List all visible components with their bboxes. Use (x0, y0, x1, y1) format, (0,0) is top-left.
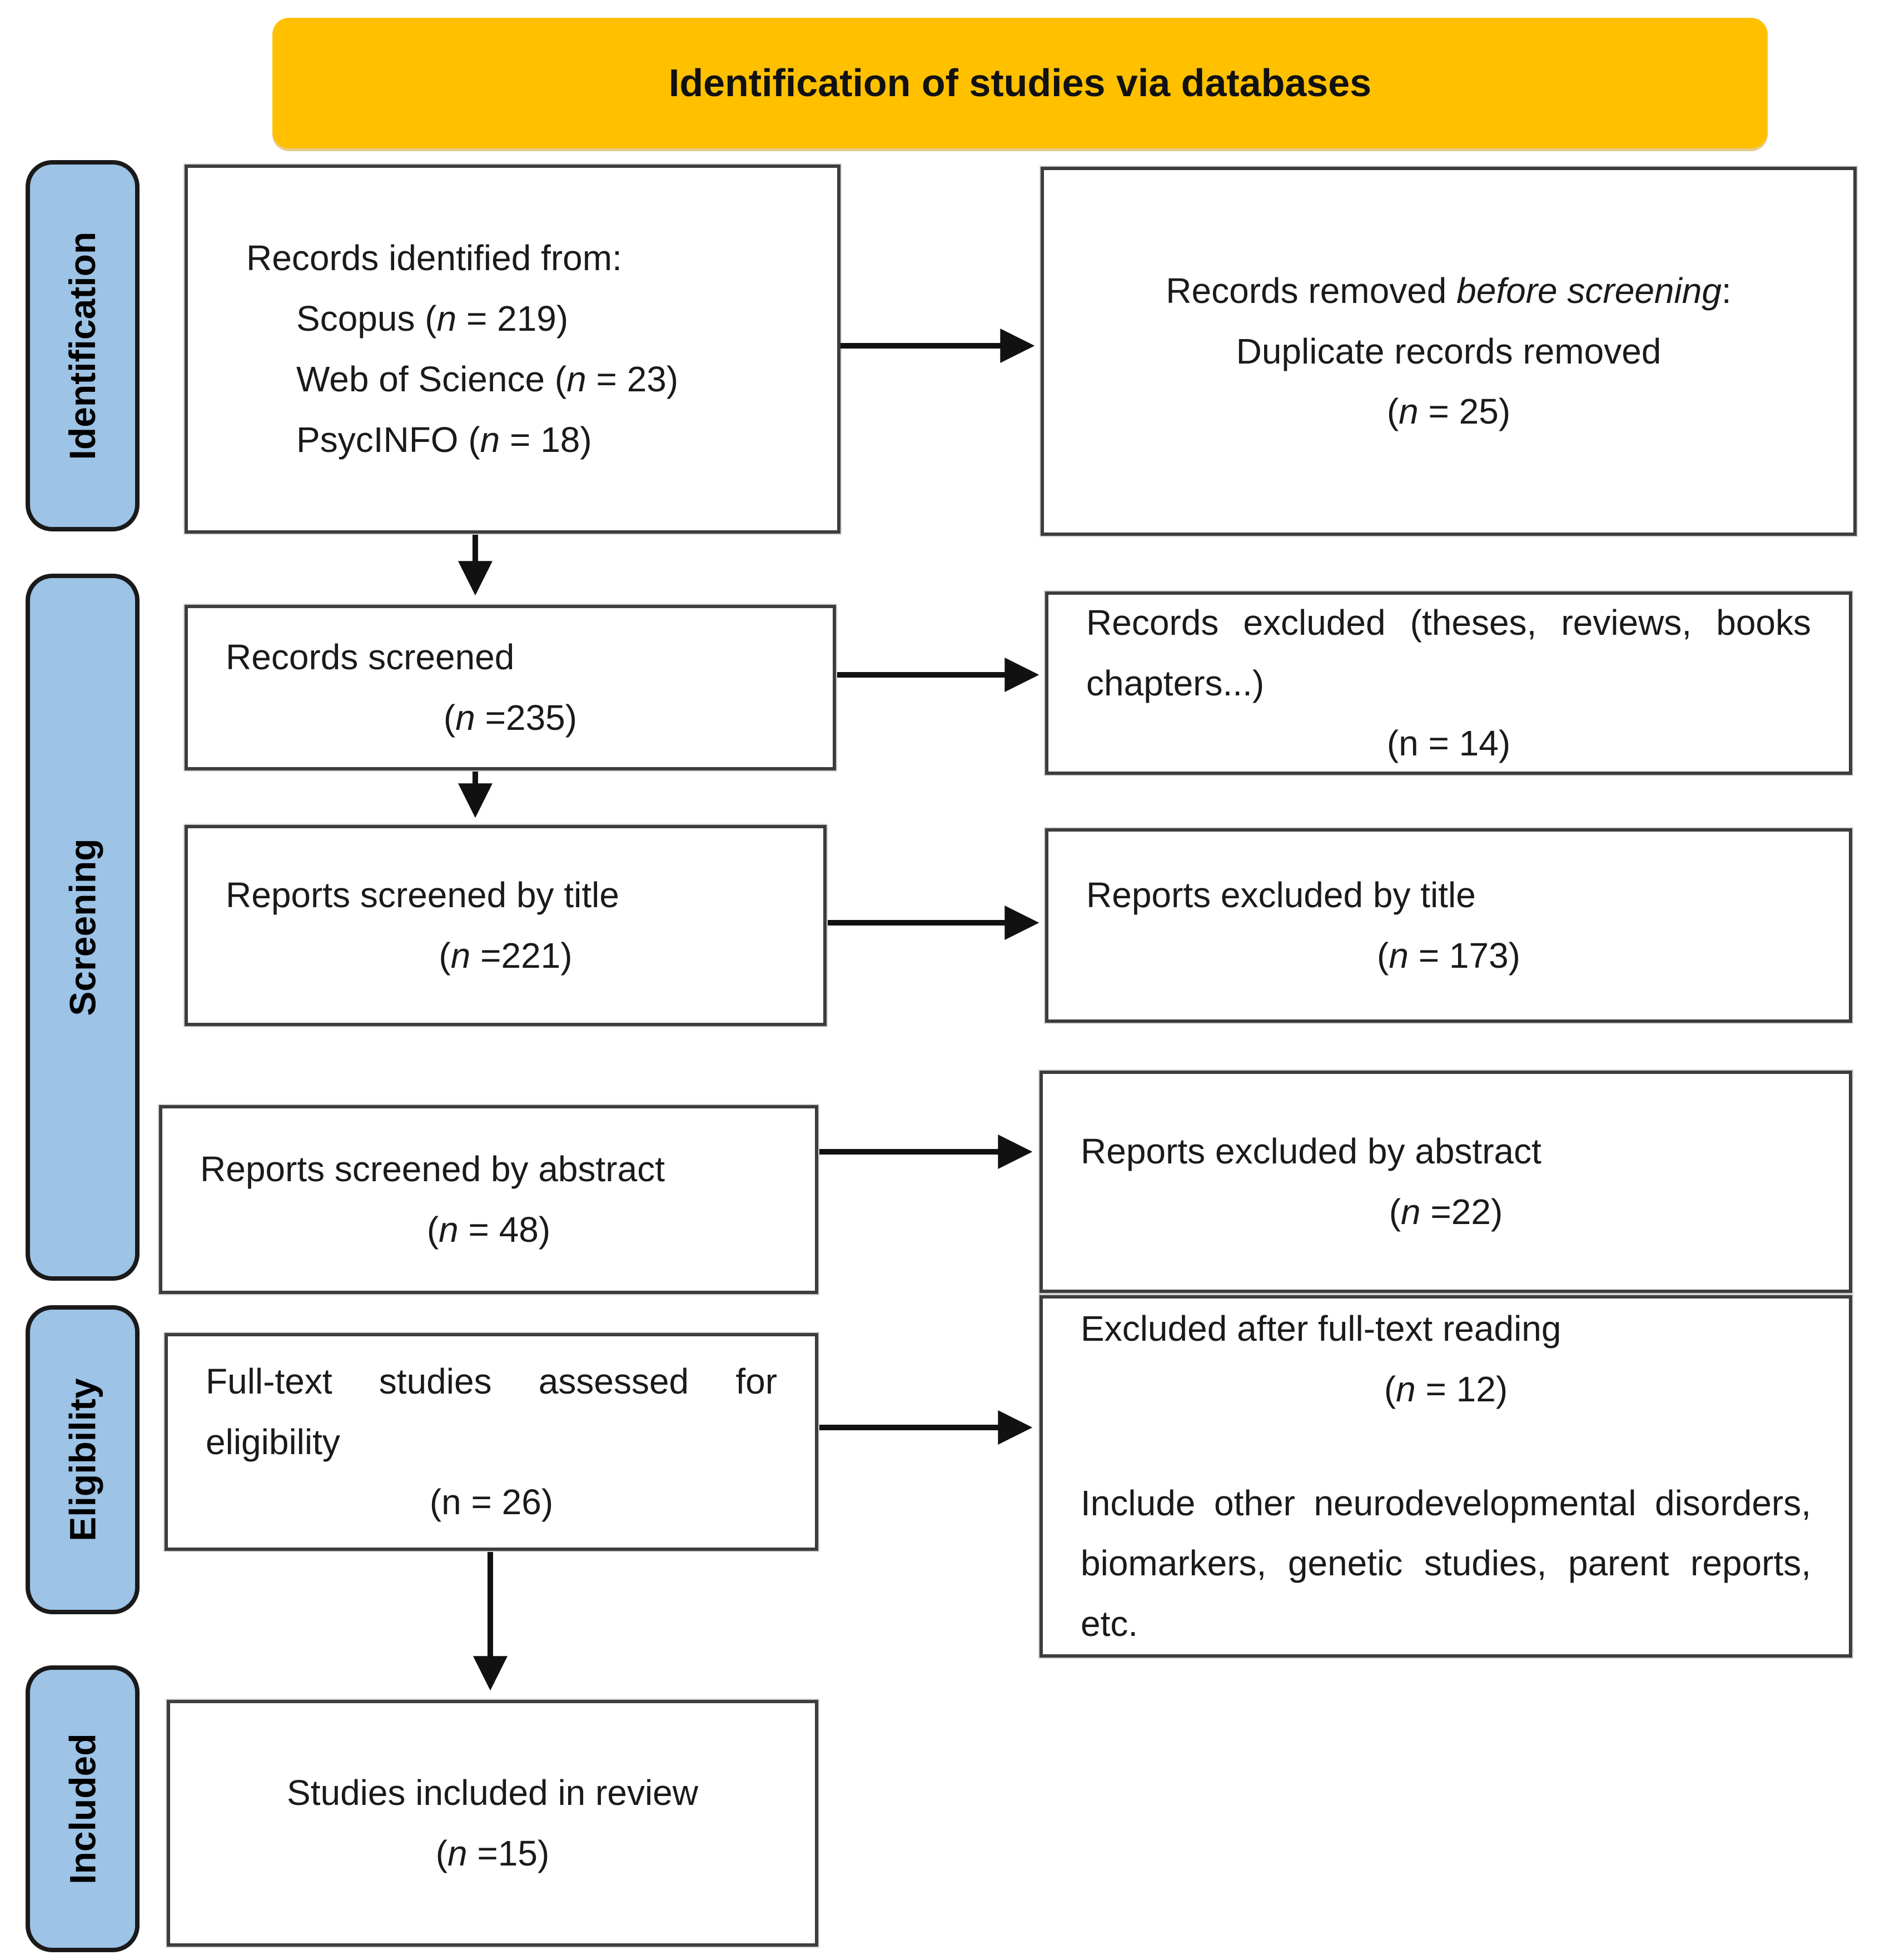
box-line: Full-text studies assessed for eligibili… (168, 1351, 815, 1473)
text-segment: ( (435, 1833, 448, 1873)
text-segment: =221) (470, 936, 573, 976)
box-full-text-assessed: Full-text studies assessed for eligibili… (165, 1333, 818, 1551)
text-segment: Reports excluded by title (1086, 875, 1476, 916)
text-segment: (n = 26) (429, 1482, 554, 1523)
text-segment: =22) (1420, 1192, 1503, 1232)
box-line: Reports excluded by abstract (1043, 1121, 1849, 1182)
box-line: PsycINFO (n = 18) (188, 410, 837, 470)
text-segment: ( (439, 936, 451, 976)
text-segment: = 48) (458, 1210, 551, 1250)
banner-title: Identification of studies via databases (668, 61, 1372, 105)
stage-eligibility: Eligibility (26, 1305, 140, 1614)
text-segment: Studies included in review (287, 1773, 698, 1813)
box-reports-screened-by-abstract: Reports screened by abstract (n = 48) (159, 1105, 818, 1294)
italic-text-segment: n (1401, 1192, 1421, 1232)
text-segment: Reports excluded by abstract (1081, 1131, 1541, 1172)
italic-text-segment: n (436, 299, 457, 339)
text-segment: =235) (475, 698, 578, 738)
text-segment: Web of Science ( (296, 359, 567, 399)
text-segment: = 18) (500, 419, 592, 460)
box-studies-included: Studies included in review (n =15) (167, 1700, 818, 1947)
box-line: (n =221) (188, 926, 823, 986)
stage-screening-label: Screening (62, 838, 103, 1016)
box-line: Scopus (n = 219) (188, 288, 837, 349)
italic-text-segment: before screening (1456, 270, 1722, 311)
box-line: Records excluded (theses, reviews, books… (1048, 593, 1849, 714)
text-segment: = 173) (1408, 936, 1520, 976)
box-line: (n =15) (170, 1823, 815, 1884)
box-line: Records removed before screening: (1044, 261, 1853, 321)
box-line: (n = 48) (162, 1200, 815, 1260)
italic-text-segment: n (1389, 936, 1409, 976)
box-records-screened: Records screened (n =235) (185, 605, 836, 770)
text-segment: = 12) (1415, 1369, 1508, 1409)
italic-text-segment: n (447, 1833, 467, 1873)
stage-included-label: Included (62, 1733, 103, 1884)
italic-text-segment: n (439, 1210, 459, 1250)
box-line: (n =22) (1043, 1182, 1849, 1242)
box-line: Reports screened by title (188, 865, 823, 926)
text-segment: Records screened (226, 637, 515, 678)
text-segment: =15) (467, 1833, 550, 1873)
text-segment: Scopus ( (296, 299, 437, 339)
text-segment: = 25) (1418, 391, 1511, 432)
text-segment: Full-text studies assessed for eligibili… (206, 1361, 777, 1462)
text-segment: Duplicate records removed (1236, 331, 1662, 371)
italic-text-segment: n (1399, 391, 1419, 432)
box-line: Include other neurodevelopmental disorde… (1043, 1473, 1849, 1654)
text-segment: Reports screened by abstract (200, 1149, 665, 1190)
text-segment: (n = 14) (1386, 723, 1511, 764)
stage-eligibility-label: Eligibility (62, 1378, 103, 1541)
text-segment: ( (426, 1210, 439, 1250)
box-line: Web of Science (n = 23) (188, 349, 837, 410)
text-segment: Records excluded (theses, reviews, books… (1086, 602, 1811, 703)
box-line: (n =235) (188, 688, 833, 748)
italic-text-segment: n (1396, 1369, 1416, 1409)
text-segment: Records identified from: (246, 238, 622, 278)
box-line: Reports excluded by title (1048, 865, 1849, 926)
text-segment: ( (1386, 391, 1399, 432)
text-segment: Reports screened by title (226, 875, 619, 916)
stage-screening: Screening (26, 574, 140, 1281)
box-line: (n = 25) (1044, 381, 1853, 442)
italic-text-segment: n (450, 936, 471, 976)
box-reports-screened-by-title: Reports screened by title (n =221) (185, 825, 827, 1026)
text-segment: ( (1389, 1192, 1401, 1232)
box-line: Records screened (188, 627, 833, 688)
text-segment: Records removed (1166, 270, 1457, 311)
text-segment: ( (1384, 1369, 1396, 1409)
italic-text-segment: n (480, 419, 500, 460)
italic-text-segment: n (566, 359, 586, 399)
text-segment: : (1721, 270, 1732, 311)
box-line: Studies included in review (170, 1763, 815, 1823)
text-segment: Excluded after full-text reading (1081, 1309, 1561, 1349)
text-segment: ( (1377, 936, 1389, 976)
italic-text-segment: n (455, 698, 475, 738)
box-reports-excluded-by-abstract: Reports excluded by abstract (n =22) (1040, 1071, 1852, 1293)
box-records-identified: Records identified from:Scopus (n = 219)… (185, 165, 840, 534)
box-line (1043, 1420, 1849, 1473)
box-line: Duplicate records removed (1044, 321, 1853, 382)
text-segment: = 219) (456, 299, 569, 339)
box-line: Records identified from: (188, 228, 837, 288)
stage-included: Included (26, 1665, 140, 1952)
text-segment: PsycINFO ( (296, 419, 480, 460)
box-line: (n = 14) (1048, 713, 1849, 774)
text-segment: Include other neurodevelopmental disorde… (1081, 1483, 1811, 1644)
box-line: Reports screened by abstract (162, 1139, 815, 1200)
box-line: (n = 26) (168, 1472, 815, 1533)
box-line: Excluded after full-text reading (1043, 1299, 1849, 1359)
stage-identification: Identification (26, 160, 140, 531)
box-records-excluded: Records excluded (theses, reviews, books… (1045, 591, 1852, 775)
text-segment: = 23) (586, 359, 679, 399)
banner: Identification of studies via databases (272, 18, 1768, 148)
text-segment: ( (443, 698, 456, 738)
stage-identification-label: Identification (62, 231, 103, 460)
box-excluded-after-full-text: Excluded after full-text reading (n = 12)… (1040, 1295, 1852, 1658)
box-reports-excluded-by-title: Reports excluded by title (n = 173) (1045, 828, 1852, 1023)
box-line: (n = 173) (1048, 926, 1849, 986)
box-line: (n = 12) (1043, 1359, 1849, 1420)
box-records-removed-before-screening: Records removed before screening: Duplica… (1041, 167, 1857, 536)
